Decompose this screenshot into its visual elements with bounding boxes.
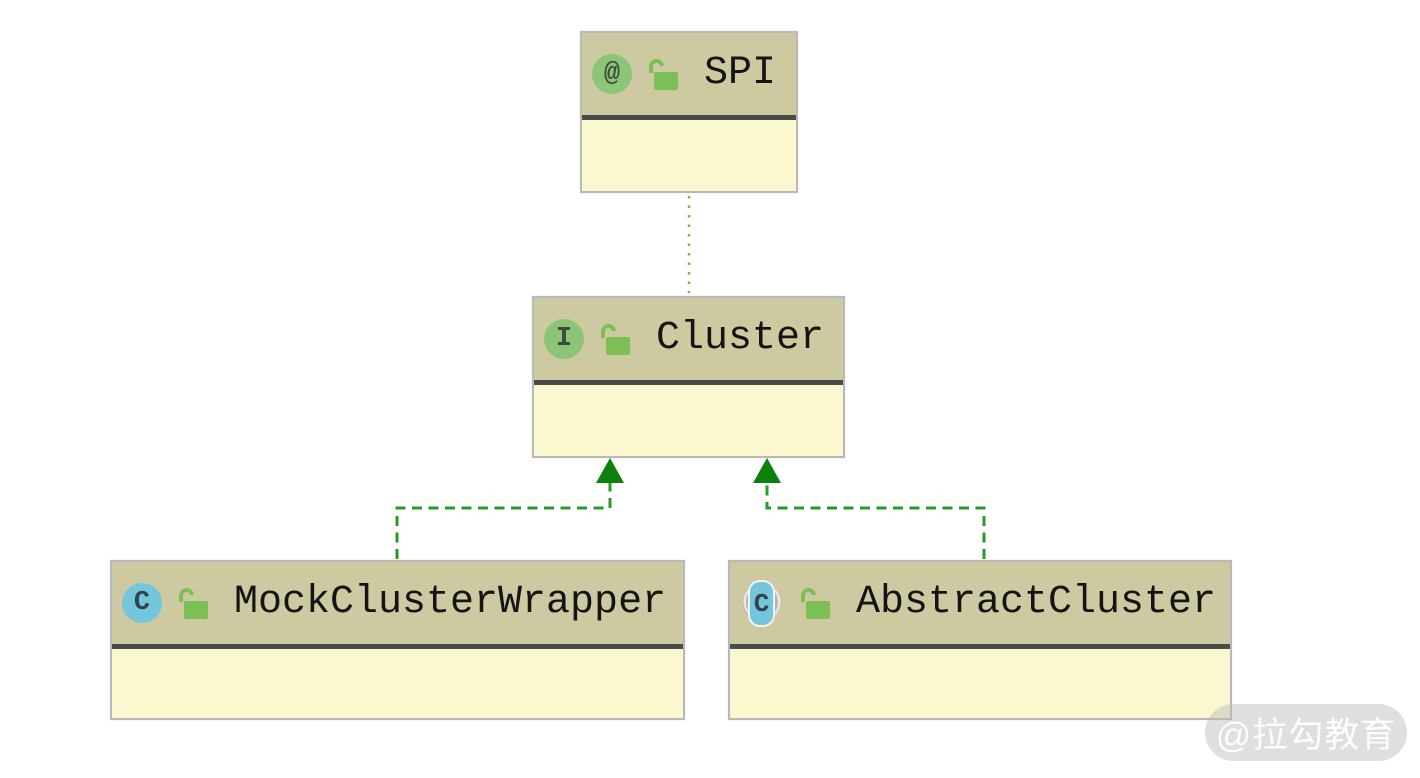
node-separator — [582, 115, 796, 120]
node-title: AbstractCluster — [856, 580, 1217, 625]
interface-icon-letter: I — [555, 323, 573, 354]
node-title: Cluster — [656, 316, 825, 361]
node-header: ( C ) AbstractCluster — [730, 562, 1230, 644]
class-node-cluster[interactable]: I Cluster — [532, 296, 845, 458]
watermark-text: @拉勾教育 — [1215, 716, 1397, 755]
abstract-class-icon-letter: C — [753, 588, 770, 619]
annotation-icon: @ — [592, 54, 632, 94]
class-icon-letter: C — [133, 587, 151, 618]
node-separator — [730, 644, 1230, 649]
class-node-spi[interactable]: @ SPI — [580, 31, 798, 193]
node-separator — [112, 644, 683, 649]
interface-icon: I — [544, 319, 584, 359]
unlock-icon — [800, 587, 830, 619]
class-node-abstractcluster[interactable]: ( C ) AbstractCluster — [728, 560, 1232, 720]
class-node-mockclusterwrapper[interactable]: C MockClusterWrapper — [110, 560, 685, 720]
node-title: MockClusterWrapper — [234, 580, 667, 625]
annotation-icon-letter: @ — [603, 58, 621, 89]
node-header: @ SPI — [582, 33, 796, 115]
node-title: SPI — [704, 51, 777, 96]
implements-arrowhead — [596, 458, 624, 483]
unlock-icon — [178, 587, 208, 619]
watermark-badge: @拉勾教育 — [1205, 704, 1407, 761]
abstract-paren-right: ) — [768, 588, 785, 618]
node-header: I Cluster — [534, 298, 843, 380]
edge-abstractcluster-implements-cluster — [753, 458, 986, 559]
implements-arrowhead — [753, 458, 781, 483]
unlock-icon — [600, 323, 630, 355]
node-header: C MockClusterWrapper — [112, 562, 683, 644]
edge-mockclusterwrapper-implements-cluster — [395, 458, 624, 559]
class-icon: C — [122, 583, 162, 623]
abstract-class-icon: ( C ) — [739, 581, 785, 625]
node-separator — [534, 380, 843, 385]
unlock-icon — [648, 58, 678, 90]
